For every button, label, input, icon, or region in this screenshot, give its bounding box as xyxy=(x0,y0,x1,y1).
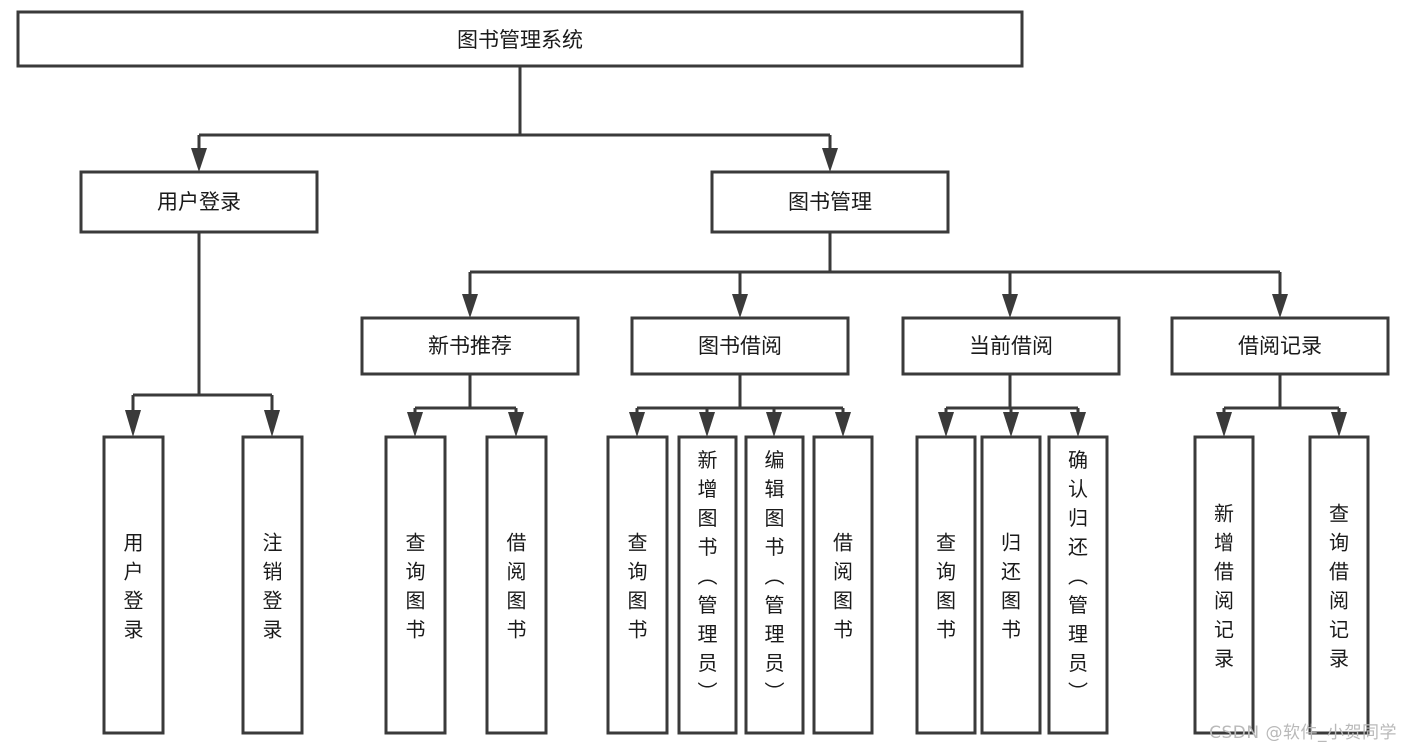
current-borrow-box[interactable] xyxy=(901,316,1121,376)
leaf-query-book-2-label: 查询图书 xyxy=(628,531,648,642)
arrow-to-current-borrow xyxy=(1002,294,1018,318)
leaf-query-book-3[interactable]: 查询图书 xyxy=(915,435,977,735)
arrow-to-leaf-logout xyxy=(264,410,280,437)
arrow-to-leaf-user-login xyxy=(125,410,141,437)
arrow-to-new-book-rec xyxy=(462,294,478,318)
leaf-query-book-2[interactable]: 查询图书 xyxy=(606,435,669,735)
csdn-watermark: CSDN @软件_小贺同学 xyxy=(1209,723,1397,743)
borrow-record-label: 借阅记录 xyxy=(1238,334,1322,358)
connectors-group xyxy=(125,66,1347,437)
user-login-box[interactable] xyxy=(79,170,319,234)
leaf-add-book[interactable]: 新增图书︵管理员︶ xyxy=(677,435,738,735)
leaf-logout-box[interactable] xyxy=(241,435,304,735)
borrow-record-box[interactable] xyxy=(1170,316,1390,376)
node-current-borrow[interactable]: 当前借阅 xyxy=(901,316,1121,376)
leaf-borrow-book-1-box[interactable] xyxy=(485,435,548,735)
arrow-to-leaf-borrow-book-1 xyxy=(508,412,524,437)
arrow-to-leaf-query-book-3 xyxy=(938,412,954,437)
current-borrow-label: 当前借阅 xyxy=(969,334,1053,358)
leaf-add-book-label: 新增图书︵管理员︶ xyxy=(698,448,718,704)
leaf-return-book-box[interactable] xyxy=(980,435,1042,735)
leaf-borrow-book-2-label: 借阅图书 xyxy=(833,531,853,642)
leaf-edit-book[interactable]: 编辑图书︵管理员︶ xyxy=(744,435,805,735)
leaf-edit-book-label: 编辑图书︵管理员︶ xyxy=(765,448,785,704)
leaf-add-record-box[interactable] xyxy=(1193,435,1255,735)
arrow-to-leaf-add-record xyxy=(1216,412,1232,437)
leaf-edit-book-box[interactable] xyxy=(744,435,805,735)
leaf-query-book-1-box[interactable] xyxy=(384,435,447,735)
leaf-logout-label: 注销登录 xyxy=(263,531,283,642)
arrow-to-leaf-confirm-return xyxy=(1070,412,1086,437)
leaf-return-book[interactable]: 归还图书 xyxy=(980,435,1042,735)
arrow-root-to-book-mgmt xyxy=(822,148,838,172)
leaf-query-book-3-label: 查询图书 xyxy=(936,531,956,642)
leaf-add-record-label: 新增借阅记录 xyxy=(1214,502,1234,671)
book-borrow-box[interactable] xyxy=(630,316,850,376)
node-borrow-record[interactable]: 借阅记录 xyxy=(1170,316,1390,376)
leaf-query-record[interactable]: 查询借阅记录 xyxy=(1308,435,1370,735)
leaf-nodes-group: 用户登录 注销登录 查询图书 借阅图书 查询图书 新增图书︵管理员︶ 编辑图书︵管理员︶ 借阅… xyxy=(102,435,1370,735)
leaf-query-book-3-box[interactable] xyxy=(915,435,977,735)
book-management-box[interactable] xyxy=(710,170,950,234)
leaf-add-record[interactable]: 新增借阅记录 xyxy=(1193,435,1255,735)
node-book-borrow[interactable]: 图书借阅 xyxy=(630,316,850,376)
book-borrow-label: 图书借阅 xyxy=(698,334,782,358)
arrow-to-leaf-query-record xyxy=(1331,412,1347,437)
user-login-label: 用户登录 xyxy=(157,190,241,214)
node-root[interactable]: 图书管理系统 xyxy=(16,10,1024,68)
node-book-management[interactable]: 图书管理 xyxy=(710,170,950,234)
arrow-to-leaf-add-book xyxy=(699,412,715,437)
leaf-query-book-1[interactable]: 查询图书 xyxy=(384,435,447,735)
arrow-to-leaf-return-book xyxy=(1003,412,1019,437)
arrow-to-leaf-query-book-2 xyxy=(629,412,645,437)
root-box[interactable] xyxy=(16,10,1024,68)
leaf-confirm-return-box[interactable] xyxy=(1047,435,1109,735)
leaf-confirm-return[interactable]: 确认归还︵管理员︶ xyxy=(1047,435,1109,735)
arrow-to-leaf-edit-book xyxy=(766,412,782,437)
arrow-to-leaf-borrow-book-2 xyxy=(835,412,851,437)
leaf-user-login[interactable]: 用户登录 xyxy=(102,435,165,735)
leaf-user-login-box[interactable] xyxy=(102,435,165,735)
leaf-return-book-label: 归还图书 xyxy=(1001,531,1021,642)
node-user-login[interactable]: 用户登录 xyxy=(79,170,319,234)
leaf-add-book-box[interactable] xyxy=(677,435,738,735)
root-label: 图书管理系统 xyxy=(457,28,583,52)
new-book-recommend-box[interactable] xyxy=(360,316,580,376)
leaf-borrow-book-2[interactable]: 借阅图书 xyxy=(812,435,874,735)
node-new-book-recommend[interactable]: 新书推荐 xyxy=(360,316,580,376)
arrow-to-leaf-query-book-1 xyxy=(407,412,423,437)
arrow-root-to-user-login xyxy=(191,148,207,172)
new-book-recommend-label: 新书推荐 xyxy=(428,334,512,358)
leaf-confirm-return-label: 确认归还︵管理员︶ xyxy=(1068,448,1088,704)
leaf-borrow-book-1-label: 借阅图书 xyxy=(507,531,527,642)
leaf-borrow-book-2-box[interactable] xyxy=(812,435,874,735)
arrow-to-borrow-record xyxy=(1272,294,1288,318)
leaf-borrow-book-1[interactable]: 借阅图书 xyxy=(485,435,548,735)
leaf-query-book-1-label: 查询图书 xyxy=(406,531,426,642)
leaf-user-login-label: 用户登录 xyxy=(124,531,144,642)
leaf-logout[interactable]: 注销登录 xyxy=(241,435,304,735)
arrow-to-book-borrow xyxy=(732,294,748,318)
leaf-query-book-2-box[interactable] xyxy=(606,435,669,735)
leaf-query-record-box[interactable] xyxy=(1308,435,1370,735)
leaf-query-record-label: 查询借阅记录 xyxy=(1329,502,1349,671)
book-management-label: 图书管理 xyxy=(788,190,872,214)
